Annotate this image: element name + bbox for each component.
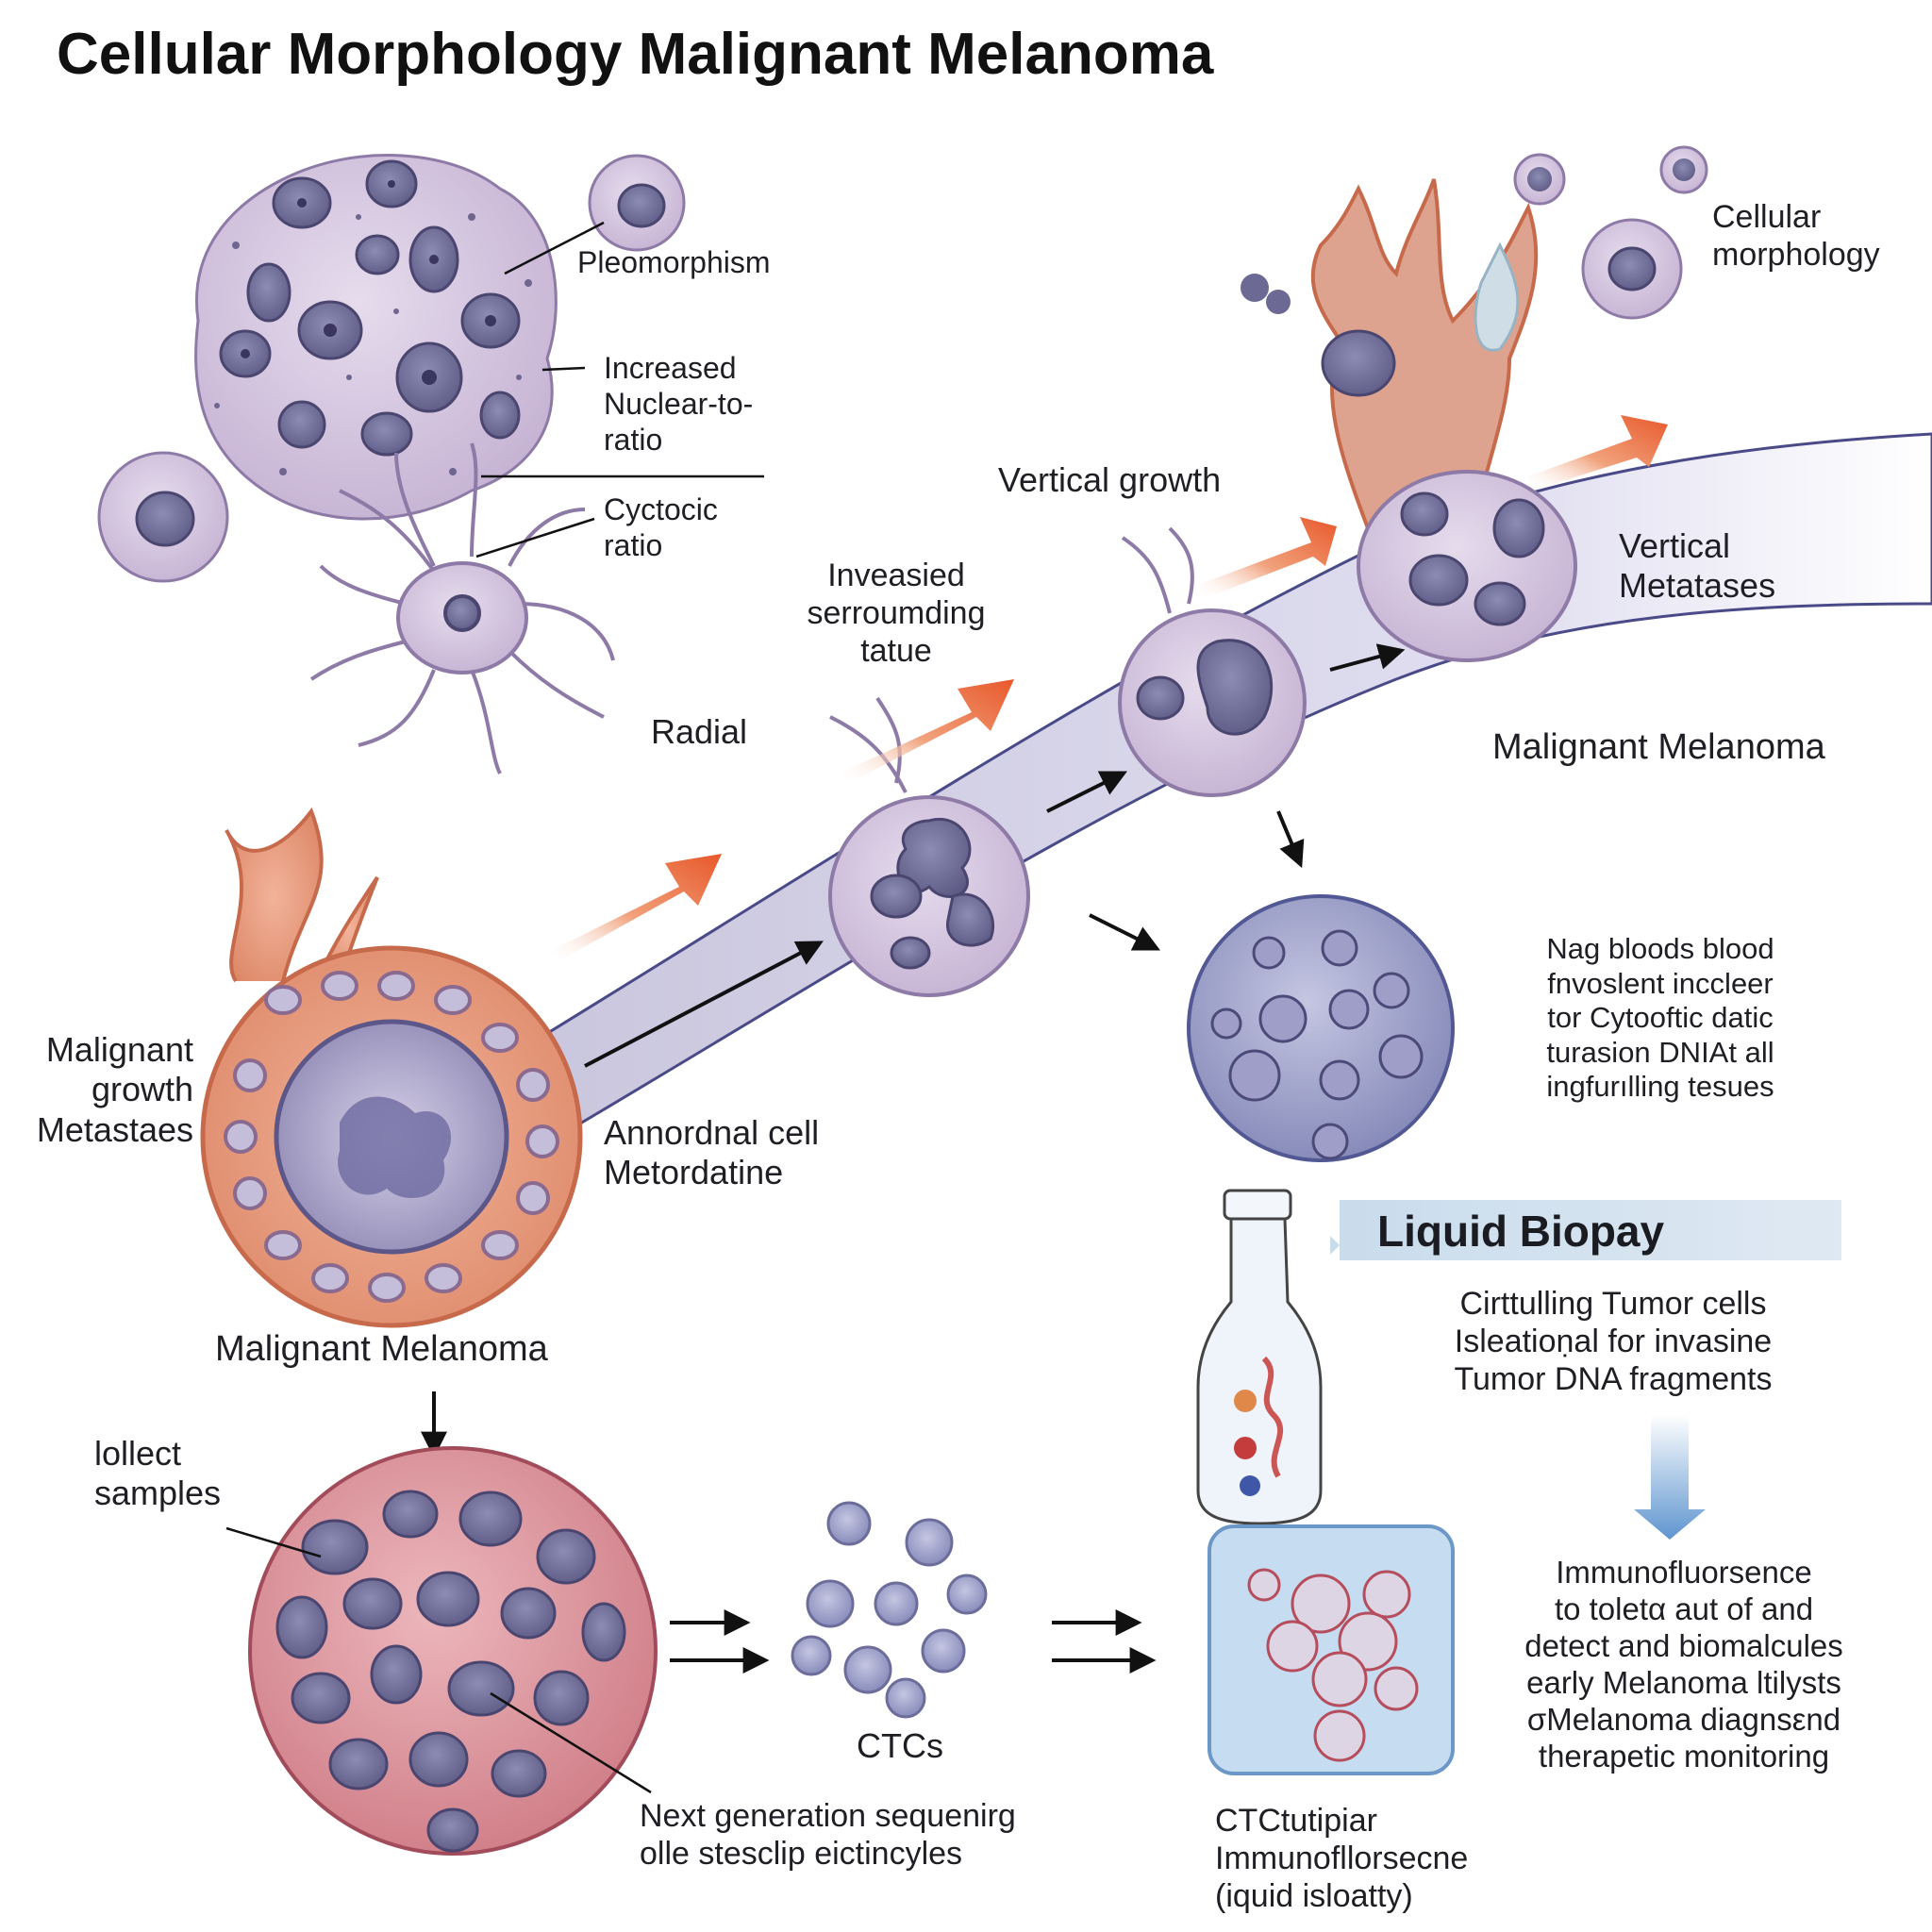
ctc-slide-icon (1208, 1524, 1455, 1775)
arrow-icon-orange (547, 415, 1668, 962)
label-vertical-metastases: Vertical Metatases (1619, 526, 1776, 606)
small-cell-icon (97, 154, 686, 583)
label-ctc-desc: Cirttulling Tumor cells Isleatioṇal for … (1454, 1286, 1773, 1398)
migrating-cell-icon-2 (1118, 526, 1307, 797)
circulating-blood-cell-icon (1187, 894, 1455, 1162)
label-malignant-melanoma-left: Malignant Melanoma (215, 1329, 548, 1369)
label-vertical-growth: Vertical growth (998, 460, 1222, 499)
label-ctc-box: CTCtutipiar Immunofllorsecne (iquid islo… (1215, 1803, 1469, 1915)
label-malignant-melanoma-right: Malignant Melanoma (1492, 727, 1825, 767)
liquid-biopsy-banner: Liquid Biopay (1340, 1200, 1841, 1260)
label-immuno-desc: Immunofluorsence to toletα aut of and de… (1524, 1555, 1843, 1774)
liquid-biopsy-bottle-icon (1196, 1189, 1340, 1525)
label-invaded-tissue: Inveasied serroumding tatue (807, 558, 986, 670)
flow-arrows (421, 643, 1406, 1674)
tumor-tissue-icon (225, 1446, 658, 1856)
label-cellular-morphology: Cellular morphology (1712, 199, 1880, 274)
ctc-cluster-icon (791, 1501, 988, 1719)
label-collect-samples: lollect samples (94, 1434, 222, 1513)
metastatic-cell-icon (1241, 145, 1708, 662)
blood-vessel-band (507, 432, 1932, 1134)
malignant-melanocyte-icon (200, 807, 583, 1328)
page-title: Cellular Morphology Malignant Melanoma (57, 22, 1214, 87)
label-increased-ratio: Increased Nuclear-to- ratio (604, 351, 754, 457)
label-ngs: Next generation sequenirg olle stesclip … (640, 1798, 1016, 1873)
migrating-cell-icon (828, 696, 1030, 997)
label-liquid-biopsy: Liquid Biopay (1377, 1207, 1665, 1256)
pleomorphic-cell-icon (194, 154, 558, 521)
label-ctcs: CTCs (857, 1726, 943, 1765)
down-arrow-icon (1634, 1415, 1706, 1540)
label-cyctocic-ratio: Cyctocic ratio (604, 492, 718, 562)
label-blood-text: Nag bloods blood fnvoslent inccleer tor … (1546, 932, 1774, 1104)
label-malignant-growth: Malignant growth Metastaes (36, 1030, 193, 1149)
label-radial: Radial (651, 712, 748, 751)
dendritic-cell-icon (309, 442, 615, 774)
label-pleomorphism: Pleomorphism (577, 245, 771, 279)
label-abnormal-cell: Annordnal cell Metordatine (604, 1113, 820, 1192)
